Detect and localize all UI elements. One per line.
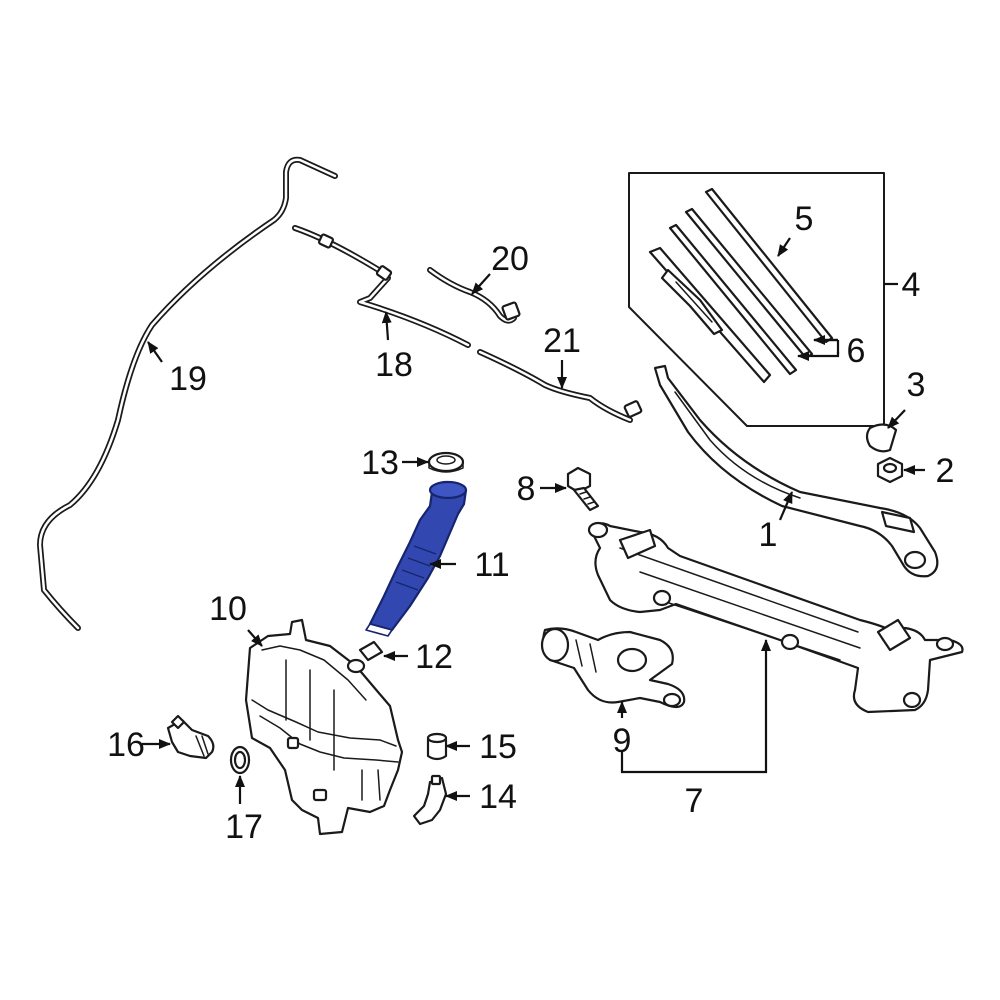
label-14: 14 (479, 778, 517, 816)
label-8: 8 (517, 470, 536, 508)
label-2: 2 (936, 452, 955, 490)
label-17: 17 (225, 808, 263, 846)
label-21: 21 (543, 322, 581, 360)
part-11-filler-neck[interactable] (365, 480, 468, 637)
wiper-blade[interactable] (648, 246, 772, 384)
label-20: 20 (491, 240, 529, 278)
part-7-wiper-linkage[interactable] (587, 521, 964, 714)
part-12-gasket[interactable] (358, 640, 384, 662)
label-3: 3 (907, 366, 926, 404)
label-15: 15 (479, 728, 517, 766)
part-16-washer-pump[interactable] (166, 714, 215, 760)
part-4-wiper-blade-kit-box (628, 172, 885, 427)
part-10-washer-reservoir[interactable] (244, 618, 404, 836)
part-14-level-sensor[interactable] (412, 774, 448, 826)
label-9: 9 (613, 722, 632, 760)
part-5-wiper-refill[interactable] (704, 187, 834, 344)
part-6-wiper-refill-strips[interactable] (668, 207, 814, 376)
label-7: 7 (685, 782, 704, 820)
part-21-washer-hose[interactable] (477, 349, 643, 423)
label-18: 18 (375, 346, 413, 384)
part-19-washer-hose[interactable] (37, 156, 338, 631)
part-15-grommet[interactable] (426, 732, 448, 761)
leader-lines (142, 237, 925, 804)
part-9-wiper-motor[interactable] (540, 627, 686, 709)
label-12: 12 (415, 638, 453, 676)
callout-labels: 1 2 3 4 5 6 7 8 9 10 11 12 13 14 15 16 1… (107, 200, 954, 846)
label-5: 5 (795, 200, 814, 238)
part-3-arm-cap[interactable] (865, 423, 898, 453)
label-1: 1 (759, 516, 778, 554)
part-8-bolt[interactable] (566, 466, 600, 512)
label-16: 16 (107, 726, 145, 764)
part-13-filler-cap[interactable] (427, 451, 465, 473)
label-6: 6 (847, 332, 866, 370)
part-18-washer-hose[interactable] (292, 225, 471, 348)
label-4: 4 (902, 266, 921, 304)
label-10: 10 (209, 590, 247, 628)
part-20-washer-hose[interactable] (427, 267, 521, 324)
label-19: 19 (169, 360, 207, 398)
part-17-grommet[interactable] (229, 745, 251, 775)
part-2-nut[interactable] (876, 456, 904, 484)
label-11: 11 (474, 546, 509, 584)
label-13: 13 (361, 444, 399, 482)
